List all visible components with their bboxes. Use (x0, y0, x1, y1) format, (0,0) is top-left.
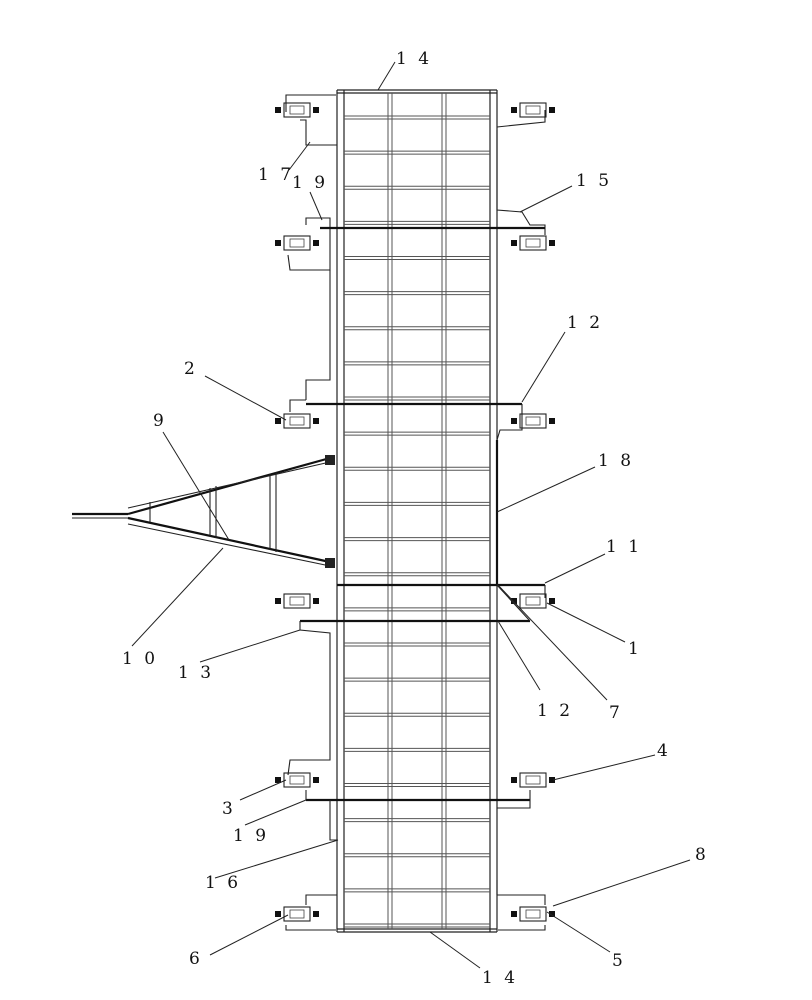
lattice-grid (344, 93, 490, 929)
label-10: 1 0 (122, 649, 158, 669)
label-4: 4 (657, 741, 671, 761)
hitch-bracket (275, 906, 319, 922)
label-9: 9 (153, 411, 167, 431)
routing-lines (285, 94, 546, 931)
label-19-lower: 1 9 (233, 826, 269, 846)
label-15: 1 5 (576, 171, 612, 191)
label-12-upper: 1 2 (567, 313, 603, 333)
label-19-upper: 1 9 (292, 173, 328, 193)
reference-labels: 1 4 1 7 1 9 1 5 1 2 2 9 1 8 1 1 1 1 0 1 … (122, 49, 709, 988)
main-frame (336, 89, 498, 933)
hitch-bracket (511, 413, 555, 429)
outrigger-brackets (275, 102, 555, 922)
drawbar-hitch (72, 455, 335, 568)
label-5: 5 (612, 951, 626, 971)
label-6: 6 (189, 949, 203, 969)
hitch-bracket (511, 906, 555, 922)
label-17: 1 7 (258, 165, 294, 185)
label-18: 1 8 (598, 451, 634, 471)
label-8: 8 (695, 845, 709, 865)
label-16: 1 6 (205, 873, 241, 893)
hitch-bracket (511, 772, 555, 788)
hitch-bracket (275, 593, 319, 609)
hitch-bracket (511, 593, 555, 609)
label-11: 1 1 (606, 537, 642, 557)
label-2: 2 (184, 359, 198, 379)
label-13: 1 3 (178, 663, 214, 683)
label-7: 7 (609, 703, 623, 723)
hitch-bracket (511, 102, 555, 118)
leader-lines (131, 61, 691, 969)
label-14-top: 1 4 (396, 49, 432, 69)
label-1: 1 (628, 639, 642, 659)
label-14-bottom: 1 4 (482, 968, 518, 988)
hitch-bracket (511, 235, 555, 251)
label-12-lower: 1 2 (537, 701, 573, 721)
hitch-bracket (275, 102, 319, 118)
label-3: 3 (222, 799, 236, 819)
hitch-bracket (275, 413, 319, 429)
hitch-bracket (275, 235, 319, 251)
hitch-bracket (275, 772, 319, 788)
